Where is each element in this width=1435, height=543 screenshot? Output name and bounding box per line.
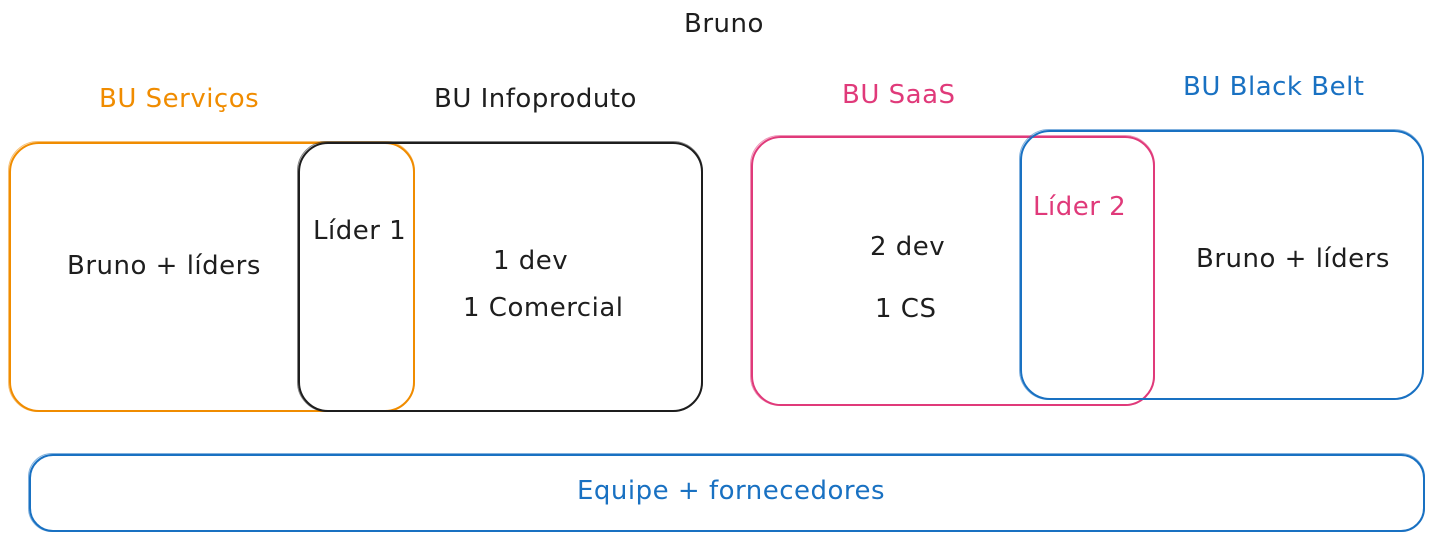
bu-infoproduto-line2: 1 Comercial xyxy=(463,293,624,323)
bu-servicos-body: Bruno + líders xyxy=(67,251,261,281)
bu-saas-line2: 1 CS xyxy=(875,294,937,324)
bu-infoproduto-line1: 1 dev xyxy=(493,246,569,276)
equipe-fornecedores-label: Equipe + fornecedores xyxy=(577,476,886,506)
lider-1-label: Líder 1 xyxy=(313,216,407,246)
bu-infoproduto-box xyxy=(297,141,703,412)
lider-2-label: Líder 2 xyxy=(1033,192,1127,222)
bu-black-belt-box xyxy=(1019,129,1424,400)
bu-servicos-heading: BU Serviços xyxy=(99,84,260,114)
diagram-title: Bruno xyxy=(684,9,764,39)
bu-black-belt-body: Bruno + líders xyxy=(1196,244,1390,274)
bu-saas-box xyxy=(750,135,1155,406)
bu-saas-heading: BU SaaS xyxy=(842,80,956,110)
bu-servicos-box xyxy=(8,141,415,412)
bu-black-belt-heading: BU Black Belt xyxy=(1183,72,1365,102)
bu-infoproduto-heading: BU Infoproduto xyxy=(434,84,637,114)
bu-saas-line1: 2 dev xyxy=(870,232,946,262)
equipe-fornecedores-box xyxy=(28,453,1425,532)
